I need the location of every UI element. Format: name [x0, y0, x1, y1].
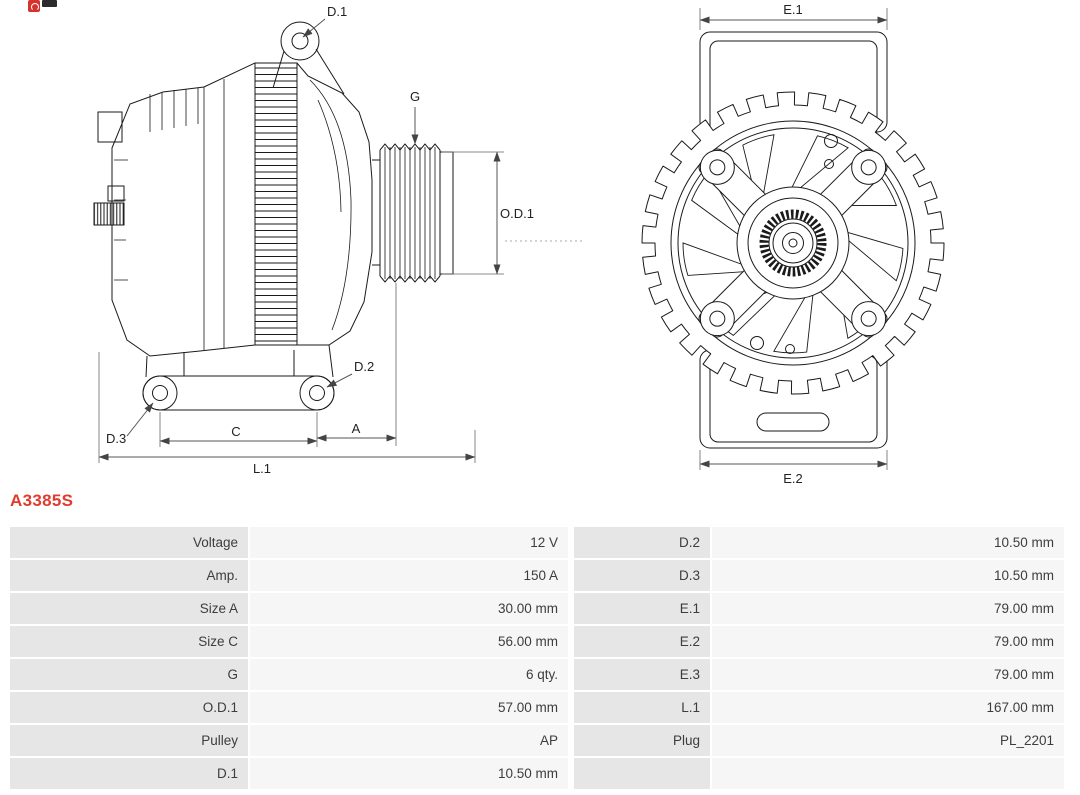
dim-label-e2: E.2 [783, 471, 803, 486]
brand-logo [28, 0, 57, 13]
spec-label: E.3 [570, 659, 710, 690]
spec-value: 57.00 mm [250, 692, 568, 723]
side-view-drawing: D.1 G O.D.1 D.2 D.3 C A L.1 [93, 4, 585, 476]
spec-value: 12 V [250, 527, 568, 558]
spec-value: 6 qty. [250, 659, 568, 690]
spec-value: 167.00 mm [712, 692, 1064, 723]
spec-label: E.1 [570, 593, 710, 624]
spec-value: AP [250, 725, 568, 756]
alternator-technical-drawing: D.1 G O.D.1 D.2 D.3 C A L.1 [93, 2, 945, 486]
spec-value: 79.00 mm [712, 593, 1064, 624]
part-number: A3385S [10, 491, 74, 510]
dim-label-d3: D.3 [106, 431, 126, 446]
dim-label-e1: E.1 [783, 2, 803, 17]
spec-value: 56.00 mm [250, 626, 568, 657]
spec-label: O.D.1 [10, 692, 248, 723]
spec-value: 30.00 mm [250, 593, 568, 624]
specifications-table: Voltage 12 V D.2 10.50 mm Amp. 150 A D.3… [10, 527, 1064, 789]
brand-logo-dark-icon [42, 0, 57, 7]
spec-label: Size C [10, 626, 248, 657]
spec-label: D.3 [570, 560, 710, 591]
spec-label: D.1 [10, 758, 248, 789]
spec-value: 10.50 mm [712, 527, 1064, 558]
spec-value: 150 A [250, 560, 568, 591]
spec-label: Plug [570, 725, 710, 756]
dim-label-d1: D.1 [327, 4, 347, 19]
spec-label: D.2 [570, 527, 710, 558]
spec-label: E.2 [570, 626, 710, 657]
dim-label-g: G [410, 89, 420, 104]
spec-label: L.1 [570, 692, 710, 723]
spec-label [570, 758, 710, 789]
dim-label-d2: D.2 [354, 359, 374, 374]
spec-value: PL_2201 [712, 725, 1064, 756]
dim-label-l1: L.1 [253, 461, 271, 476]
spec-value: 10.50 mm [250, 758, 568, 789]
dim-label-od1: O.D.1 [500, 206, 534, 221]
spec-label: Amp. [10, 560, 248, 591]
dim-label-c: C [231, 424, 240, 439]
spec-value: 79.00 mm [712, 659, 1064, 690]
spec-label: Size A [10, 593, 248, 624]
spec-value [712, 758, 1064, 789]
spec-value: 10.50 mm [712, 560, 1064, 591]
spec-value: 79.00 mm [712, 626, 1064, 657]
spec-label: Voltage [10, 527, 248, 558]
spec-label: Pulley [10, 725, 248, 756]
dim-label-a: A [352, 421, 361, 436]
brand-logo-red-icon [28, 0, 40, 12]
rear-view-drawing: E.1 E.2 [641, 2, 945, 486]
spec-label: G [10, 659, 248, 690]
